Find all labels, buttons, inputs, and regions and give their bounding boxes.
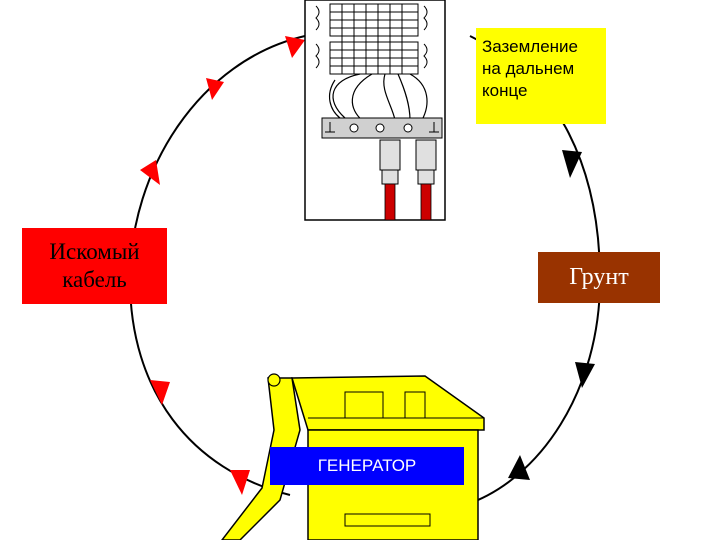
black-arrow-2	[575, 362, 595, 388]
terminal-frame-icon	[304, 0, 446, 221]
lead-clip	[267, 373, 281, 387]
terminal-blocks	[315, 3, 428, 75]
generator-handle	[344, 513, 431, 527]
ground-side-arrows	[508, 150, 595, 480]
far-end-grounding-label: Заземление на дальнем конце	[476, 28, 606, 124]
lid-panel-1	[344, 391, 384, 419]
red-arrow-2	[206, 78, 224, 100]
cable-side-arrows	[140, 36, 305, 495]
cable-bundle	[328, 73, 428, 121]
generator-label: ГЕНЕРАТОР	[270, 447, 464, 485]
red-arrow-1	[285, 36, 305, 58]
test-leads	[384, 183, 432, 221]
red-arrow-5	[230, 470, 250, 495]
ground-bar	[321, 117, 443, 139]
red-arrow-3	[140, 160, 160, 185]
test-clamps	[379, 139, 437, 185]
red-arrow-4	[150, 380, 170, 405]
black-arrow-1	[562, 150, 582, 178]
target-cable-label: Искомый кабель	[22, 228, 167, 304]
ground-symbols	[325, 122, 439, 133]
black-arrow-3	[508, 455, 530, 480]
lid-panel-2	[404, 391, 426, 419]
generator-lid	[290, 375, 485, 431]
ground-label: Грунт	[538, 252, 660, 303]
